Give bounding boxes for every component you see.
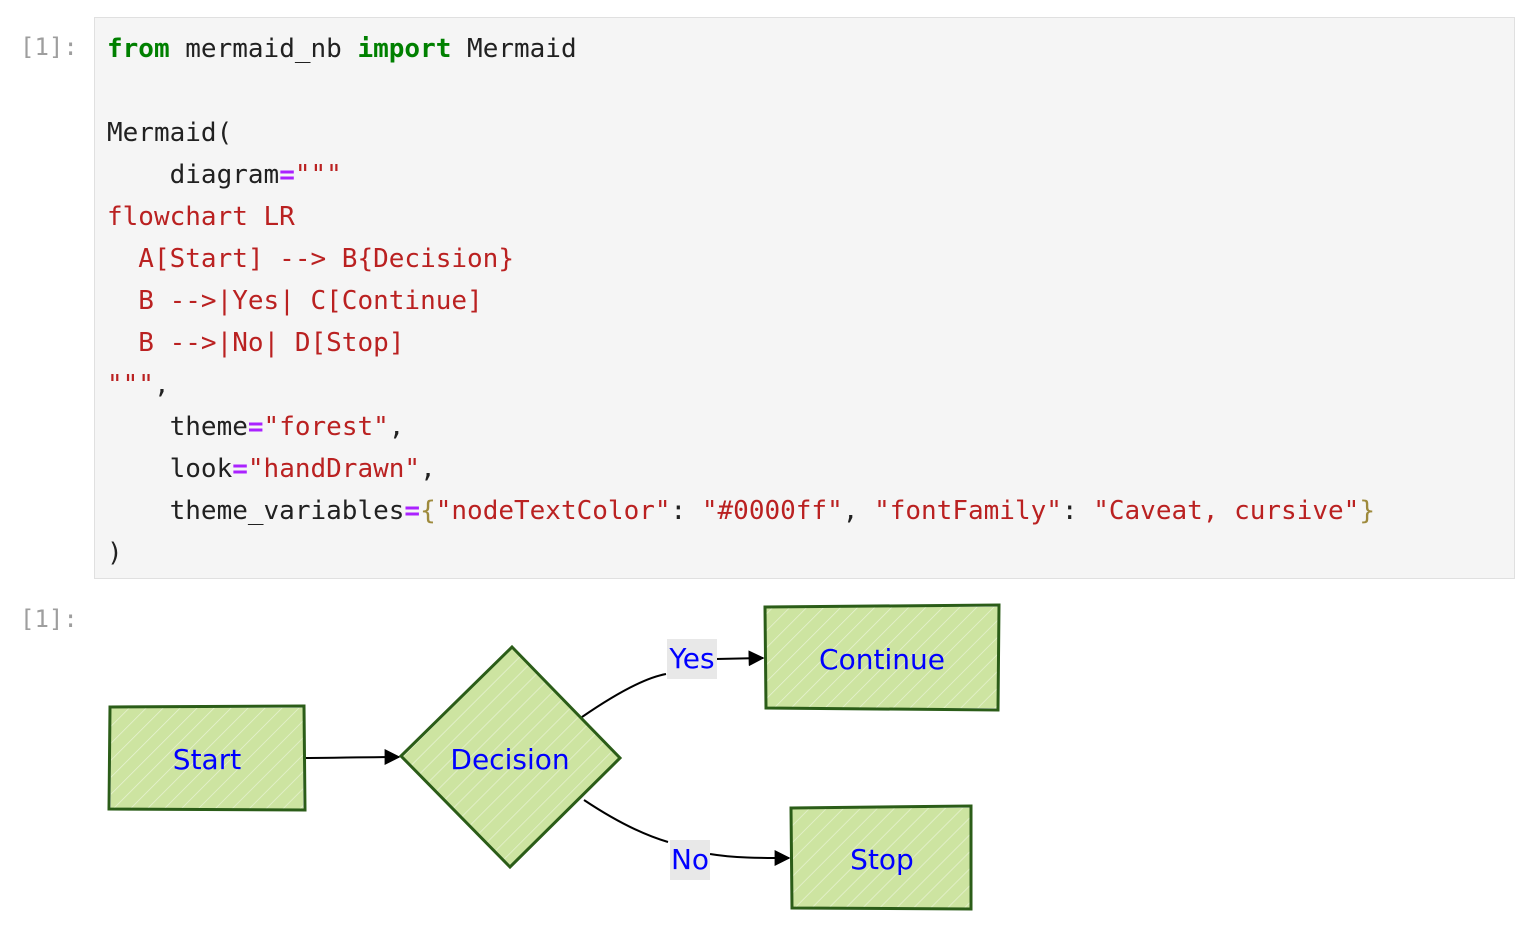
code-token: from xyxy=(107,34,170,64)
node-decision[interactable]: Decision xyxy=(398,644,623,870)
code-line: Mermaid( xyxy=(107,112,1375,154)
code-token: look xyxy=(107,454,233,484)
code-token: } xyxy=(1359,496,1375,526)
code-token: B -->|No| D[Stop] xyxy=(107,328,405,358)
code-token: { xyxy=(420,496,436,526)
edge-start-decision xyxy=(305,749,401,766)
node-start[interactable]: Start xyxy=(107,704,307,812)
code-token: theme xyxy=(107,412,248,442)
code-line: look="handDrawn", xyxy=(107,448,1375,490)
edge-label-no-text: No xyxy=(671,843,709,876)
code-line xyxy=(107,70,1375,112)
code-line: from mermaid_nb import Mermaid xyxy=(107,28,1375,70)
node-stop-label: Stop xyxy=(850,843,914,876)
code-line: ) xyxy=(107,532,1375,574)
code-line: B -->|No| D[Stop] xyxy=(107,322,1375,364)
node-stop[interactable]: Stop xyxy=(789,804,973,911)
code-token: """ xyxy=(294,160,342,190)
code-line: theme="forest", xyxy=(107,406,1375,448)
code-token: : xyxy=(1061,496,1094,526)
edge-yes-continue xyxy=(715,650,765,667)
code-token: = xyxy=(404,496,421,526)
code-token: "#0000ff" xyxy=(701,496,843,526)
edge-no-stop xyxy=(709,849,791,866)
code-token: , xyxy=(420,454,436,484)
code-token: = xyxy=(247,412,264,442)
node-continue[interactable]: Continue xyxy=(763,603,1001,712)
node-continue-label: Continue xyxy=(819,643,945,676)
code-token: "nodeTextColor" xyxy=(435,496,671,526)
code-token: , xyxy=(153,370,170,400)
node-start-label: Start xyxy=(173,743,241,776)
code-token: "fontFamily" xyxy=(874,496,1062,526)
code-line: B -->|Yes| C[Continue] xyxy=(107,280,1375,322)
flowchart-diagram: Start Decision Continue Stop Yes xyxy=(107,603,1001,911)
code-token: , xyxy=(842,496,875,526)
code-token: "Caveat, cursive" xyxy=(1093,496,1360,526)
code-token: B -->|Yes| C[Continue] xyxy=(107,286,483,316)
input-prompt: [1]: xyxy=(20,33,78,61)
code-line: theme_variables={"nodeTextColor": "#0000… xyxy=(107,490,1375,532)
code-token: Mermaid( xyxy=(107,118,233,148)
code-line: flowchart LR xyxy=(107,196,1375,238)
code-token: : xyxy=(670,496,702,526)
code-token: = xyxy=(232,454,248,484)
code-token: theme_variables xyxy=(107,496,405,526)
code-line: diagram=""" xyxy=(107,154,1375,196)
edge-decision-no xyxy=(583,799,669,843)
code-token: = xyxy=(279,160,295,190)
edge-label-no: No xyxy=(670,840,710,880)
code-token: import xyxy=(357,34,452,64)
code-token: A[Start] --> B{Decision} xyxy=(107,244,514,274)
code-token: ) xyxy=(107,538,123,568)
node-decision-label: Decision xyxy=(450,743,569,776)
output-prompt: [1]: xyxy=(20,605,78,633)
code-token: Mermaid xyxy=(451,34,577,64)
code-token: "handDrawn" xyxy=(247,454,421,484)
code-token: , xyxy=(388,412,405,442)
code-token: flowchart LR xyxy=(107,202,295,232)
edge-label-yes-text: Yes xyxy=(668,642,714,675)
edge-label-yes: Yes xyxy=(667,639,717,679)
edge-decision-yes xyxy=(581,673,667,718)
code-token: """ xyxy=(107,370,154,400)
cell-output: Start Decision Continue Stop Yes xyxy=(94,590,1094,930)
code-line: A[Start] --> B{Decision} xyxy=(107,238,1375,280)
code-token: diagram xyxy=(107,160,280,190)
code-token: mermaid_nb xyxy=(169,34,358,64)
code-token: "forest" xyxy=(263,412,389,442)
code-line: """, xyxy=(107,364,1375,406)
